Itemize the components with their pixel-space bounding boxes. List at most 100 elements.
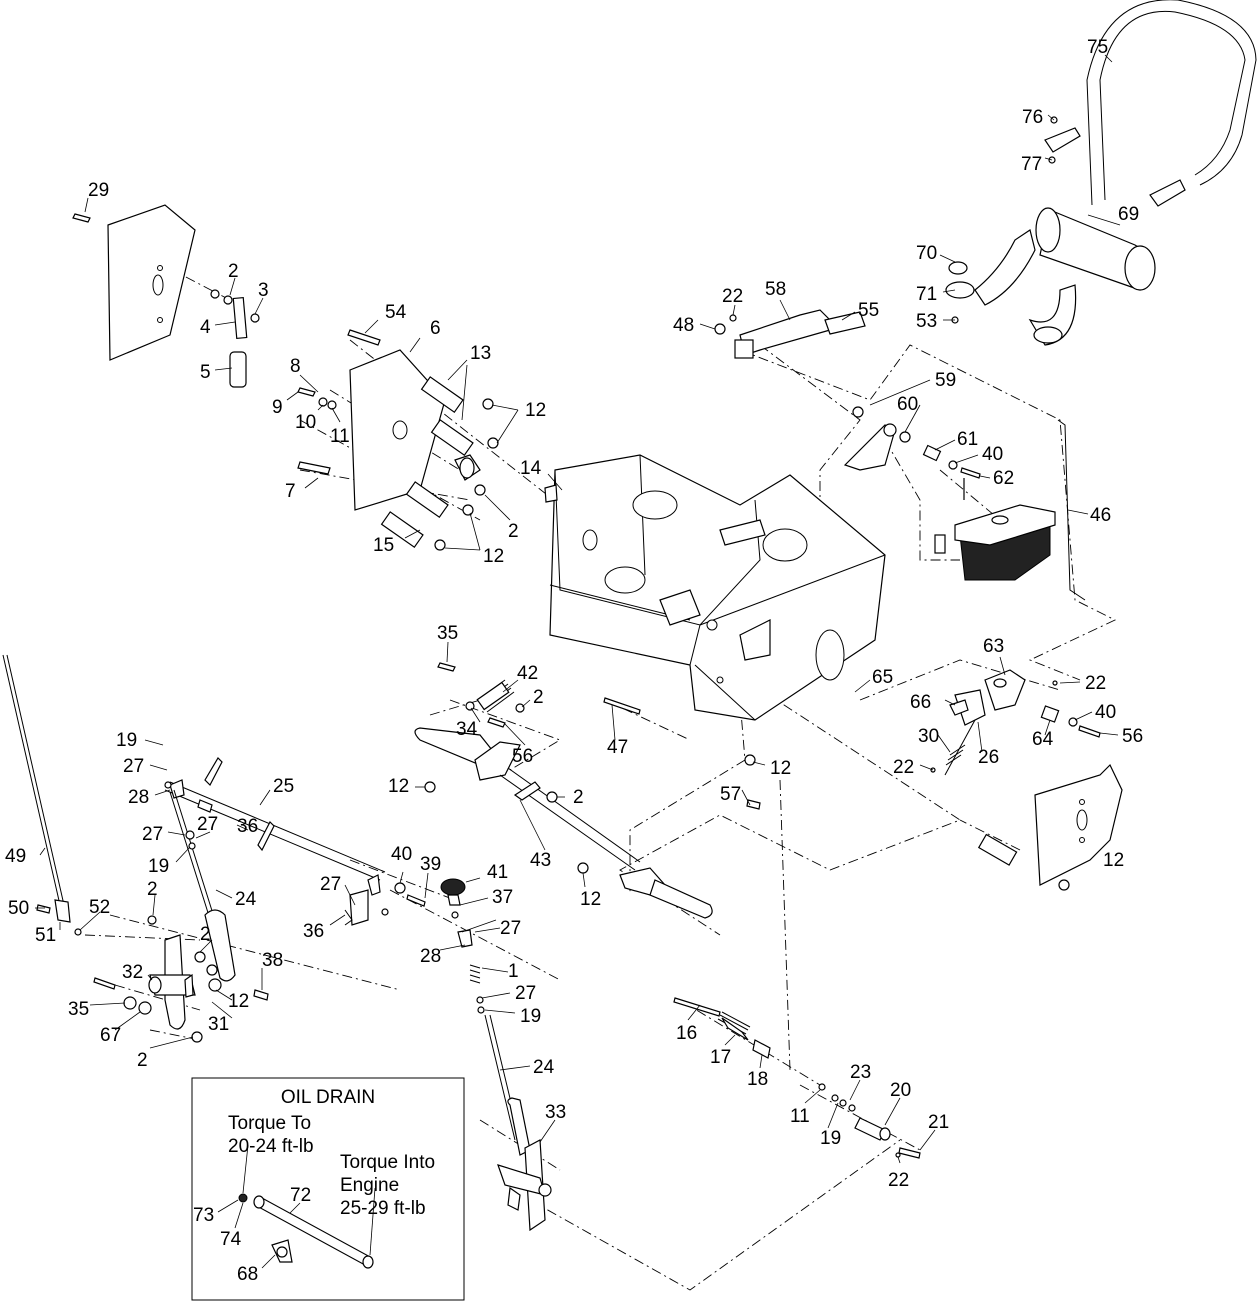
callout-30: 30	[918, 726, 939, 747]
brake-lever-part	[714, 309, 866, 359]
callout-20: 20	[890, 1080, 911, 1101]
callout-2-f: 2	[200, 924, 211, 945]
callout-75: 75	[1087, 37, 1108, 58]
callout-35-a: 35	[437, 623, 458, 644]
callout-41: 41	[487, 862, 508, 883]
callout-62: 62	[993, 468, 1014, 489]
callout-9: 9	[272, 397, 283, 418]
callout-2-a: 2	[228, 261, 239, 282]
brake-rod-part	[1057, 419, 1086, 601]
callout-22-d: 22	[888, 1170, 909, 1191]
callout-14: 14	[520, 458, 542, 479]
callout-58: 58	[765, 279, 786, 300]
callout-7: 7	[285, 481, 296, 502]
callout-61: 61	[957, 429, 978, 450]
cable-assembly-part	[673, 997, 921, 1159]
callout-28-b: 28	[420, 946, 441, 967]
callout-34: 34	[456, 719, 478, 740]
callout-24-a: 24	[235, 889, 257, 910]
callout-56-b: 56	[1122, 726, 1143, 747]
callout-6: 6	[430, 318, 441, 339]
callout-12-e: 12	[1103, 850, 1124, 871]
callout-22-b: 22	[1085, 673, 1106, 694]
callout-40-b: 40	[1095, 702, 1116, 723]
knob-linkage-part	[344, 878, 531, 1156]
callout-35-b: 35	[68, 999, 89, 1020]
muffler-part	[945, 207, 1156, 346]
callout-32: 32	[122, 962, 143, 983]
callout-56-a: 56	[512, 746, 533, 767]
callout-28-a: 28	[128, 787, 149, 808]
callout-8: 8	[290, 356, 301, 377]
callout-12-g: 12	[228, 991, 249, 1012]
callout-12-f: 12	[580, 889, 601, 910]
callout-65: 65	[872, 667, 893, 688]
callout-68: 68	[237, 1264, 258, 1285]
callout-3: 3	[258, 280, 269, 301]
callout-66: 66	[910, 692, 931, 713]
battery-part	[934, 504, 1056, 581]
callout-72: 72	[290, 1185, 311, 1206]
callout-1: 1	[508, 961, 519, 982]
callout-25: 25	[273, 776, 294, 797]
callout-55: 55	[858, 300, 879, 321]
callout-4: 4	[200, 317, 211, 338]
callout-46: 46	[1090, 505, 1111, 526]
callout-38: 38	[262, 950, 283, 971]
right-plate-part	[977, 763, 1123, 891]
control-lever-part	[414, 727, 713, 919]
callout-5: 5	[200, 362, 211, 383]
callout-67: 67	[100, 1025, 121, 1046]
spring-assembly-part	[437, 662, 761, 810]
torque-into-value: 25-29 ft-lb	[340, 1198, 426, 1219]
callout-47: 47	[607, 737, 628, 758]
callout-13: 13	[470, 343, 491, 364]
callout-29: 29	[88, 180, 109, 201]
callout-52: 52	[89, 897, 110, 918]
brake-bracket-part	[843, 406, 981, 500]
callout-11-b: 11	[790, 1106, 810, 1127]
callout-48: 48	[673, 315, 694, 336]
callout-19-b: 19	[148, 856, 169, 877]
callout-12-d: 12	[388, 776, 409, 797]
callout-12-b: 12	[483, 546, 504, 567]
callout-40-a: 40	[982, 444, 1003, 465]
callout-26: 26	[978, 747, 999, 768]
callout-70: 70	[916, 243, 937, 264]
callout-36-a: 36	[237, 816, 258, 837]
callout-27-d: 27	[320, 874, 341, 895]
frame-part	[544, 454, 886, 721]
callout-37: 37	[492, 887, 513, 908]
callout-27-a: 27	[123, 756, 144, 777]
callout-16: 16	[676, 1023, 697, 1044]
long-rod-part	[2, 654, 82, 936]
torque-into-engine-label: Engine	[340, 1175, 399, 1196]
callout-15: 15	[373, 535, 394, 556]
callout-27-c: 27	[197, 814, 218, 835]
callout-numbers: 75 76 77 69 70 71 53 29 2 3 4 5 54 6 13 …	[5, 37, 1143, 1285]
callout-2-g: 2	[137, 1050, 148, 1071]
callout-17: 17	[710, 1047, 731, 1068]
callout-2-b: 2	[508, 521, 519, 542]
callout-21: 21	[928, 1112, 949, 1133]
callout-39: 39	[420, 854, 441, 875]
callout-64: 64	[1032, 729, 1054, 750]
callout-71: 71	[916, 284, 937, 305]
torque-to-value: 20-24 ft-lb	[228, 1136, 314, 1157]
oil-drain-box: OIL DRAIN Torque To 20-24 ft-lb Torque I…	[191, 1077, 465, 1301]
callout-54: 54	[385, 302, 407, 323]
left-plate-part	[72, 204, 260, 388]
callout-2-e: 2	[147, 879, 158, 900]
callout-74: 74	[220, 1229, 242, 1250]
callout-51: 51	[35, 925, 56, 946]
bracket-33-part	[497, 1139, 552, 1232]
callout-23: 23	[850, 1062, 871, 1083]
callout-27-f: 27	[515, 983, 536, 1004]
callout-40-c: 40	[391, 844, 412, 865]
callout-27-b: 27	[142, 824, 163, 845]
callout-77: 77	[1021, 154, 1042, 175]
callout-36-b: 36	[303, 921, 324, 942]
callout-19-a: 19	[116, 730, 137, 751]
callout-49: 49	[5, 846, 26, 867]
